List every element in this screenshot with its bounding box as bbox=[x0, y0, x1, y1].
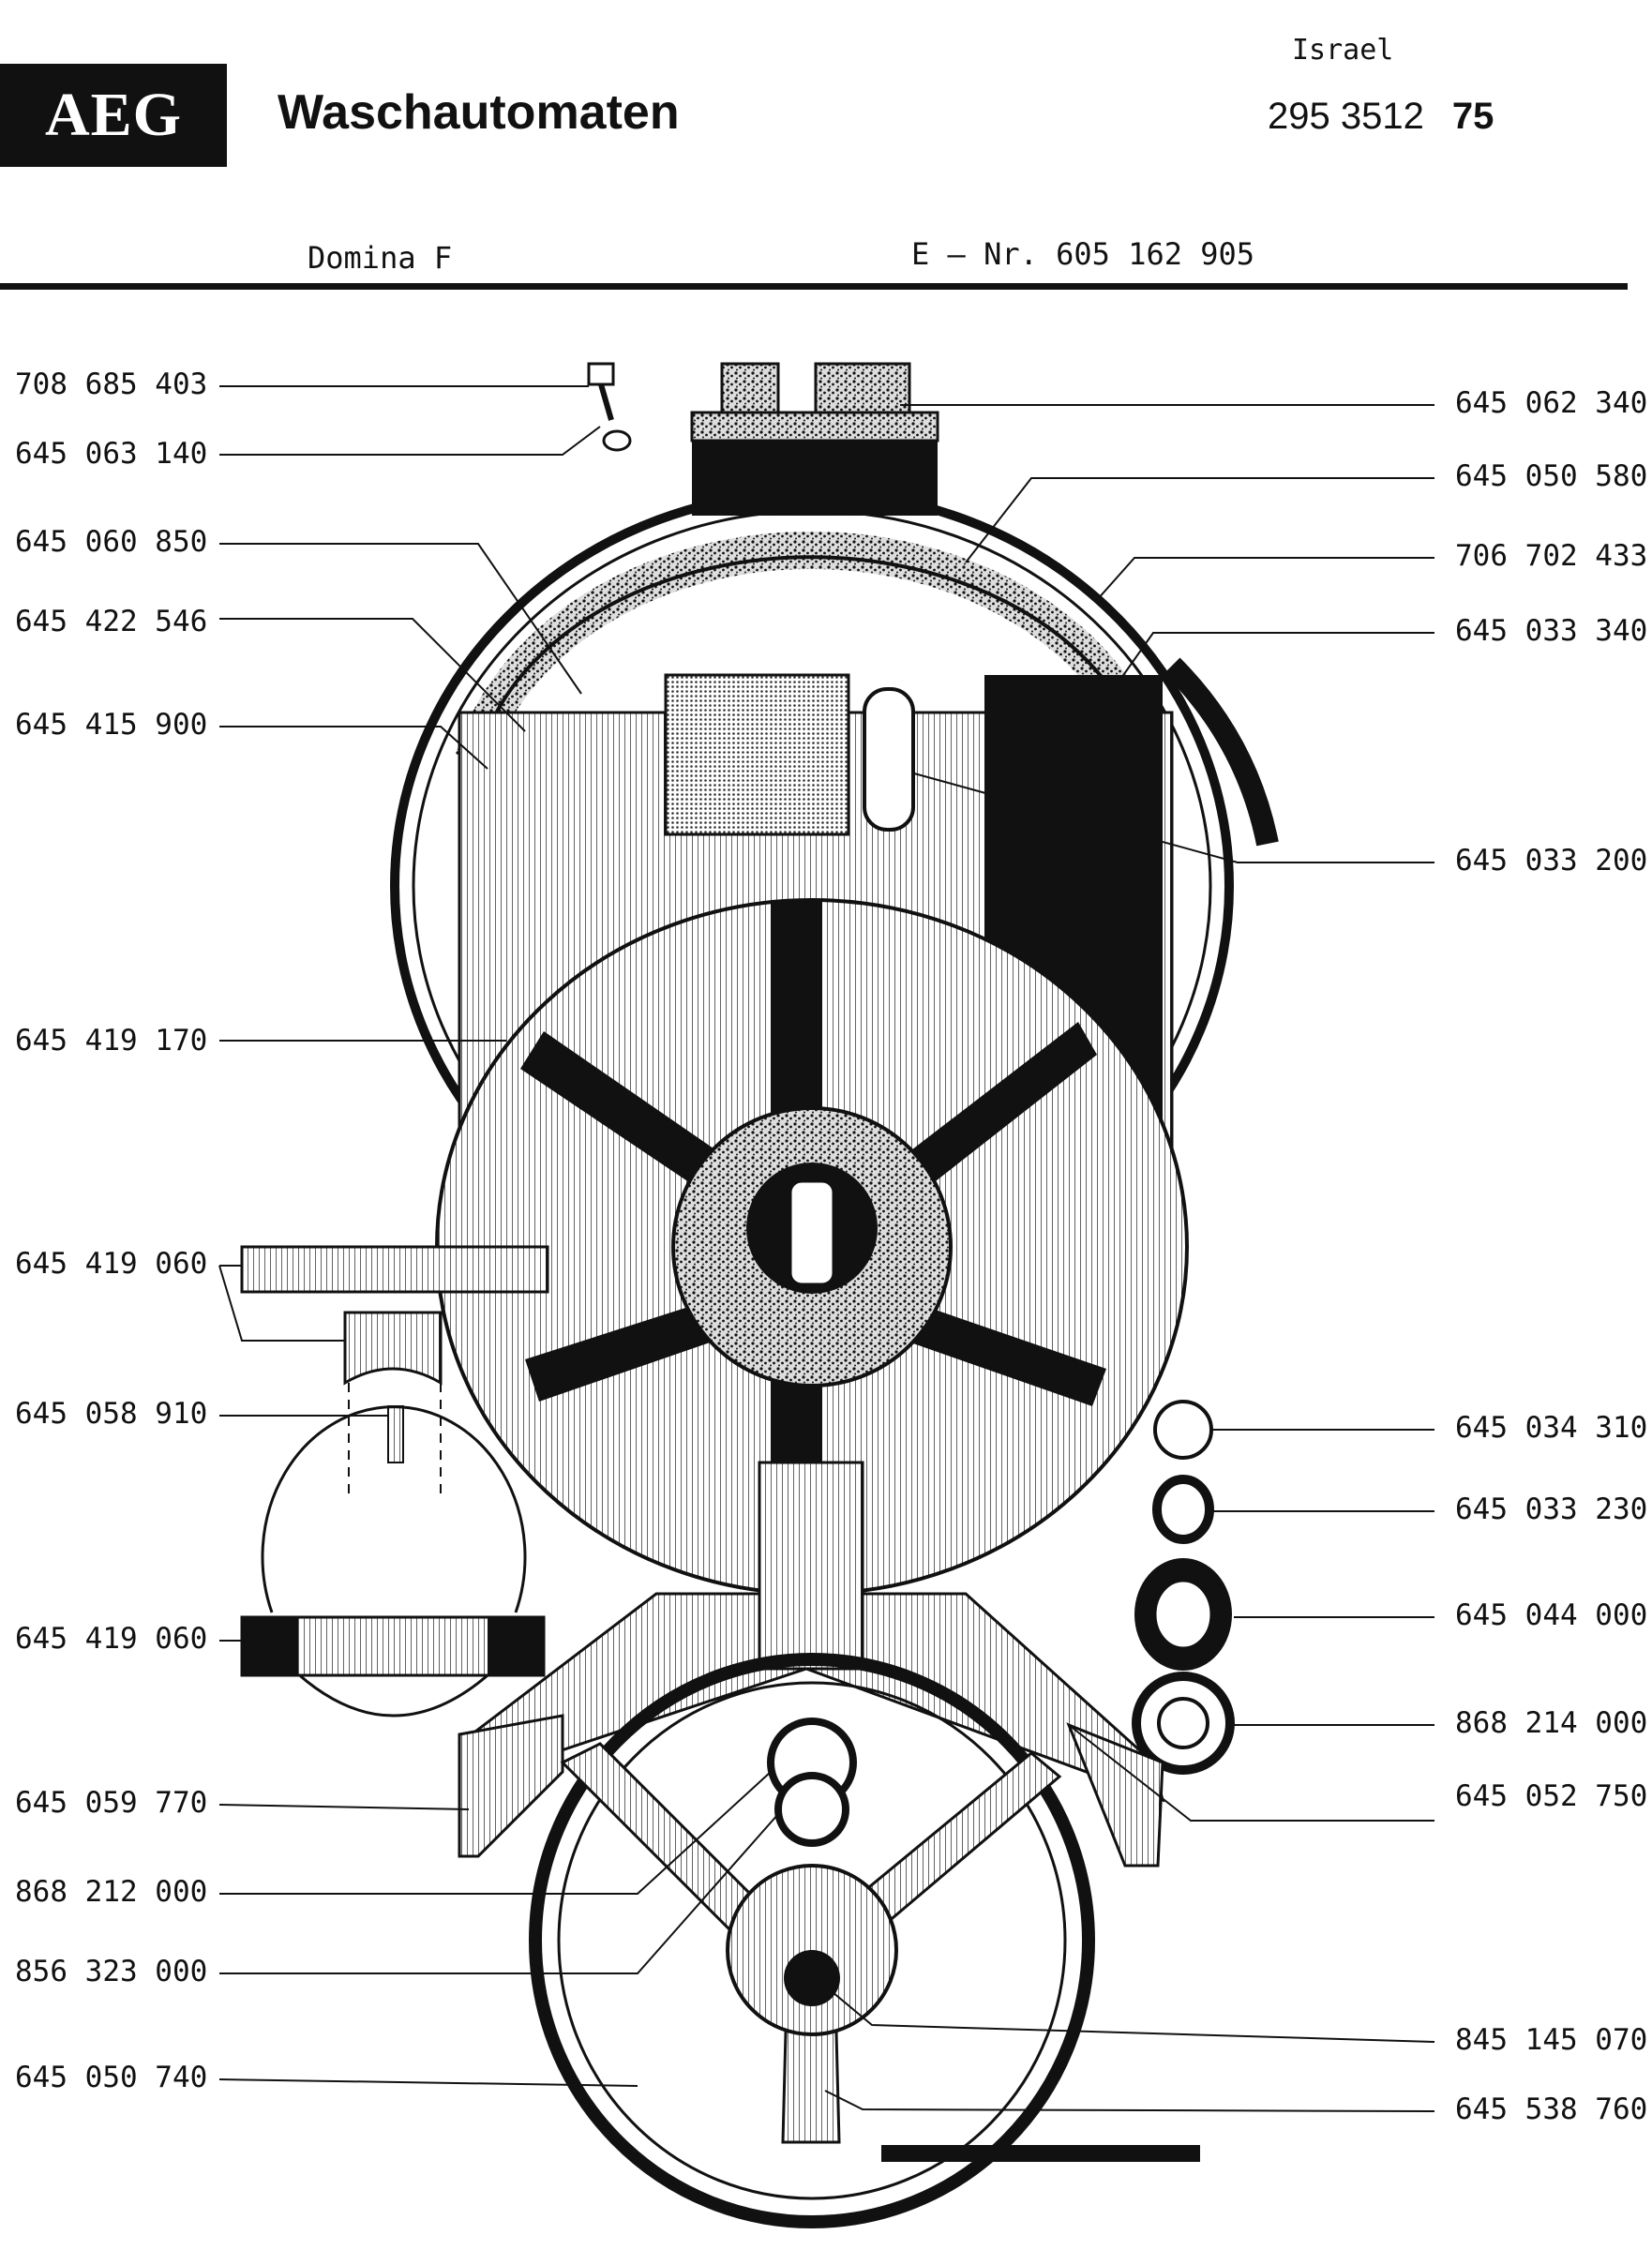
part-number-left: 645 050 740 bbox=[15, 2061, 208, 2094]
document-number: 295 3512 75 bbox=[1268, 96, 1494, 138]
doc-number-main: 295 3512 bbox=[1268, 96, 1424, 137]
part-number-left: 856 323 000 bbox=[15, 1955, 208, 1988]
part-number-right: 645 033 200 bbox=[1455, 844, 1648, 878]
part-number-right: 645 033 340 bbox=[1455, 614, 1648, 648]
leader-lines-left bbox=[218, 385, 779, 2087]
drive-pulley bbox=[529, 1653, 1095, 2228]
bearing-stack bbox=[1132, 1400, 1235, 1775]
part-number-right: 645 062 340 bbox=[1455, 386, 1648, 420]
part-number-left: 708 685 403 bbox=[15, 368, 208, 401]
part-number-right: 645 034 310 bbox=[1455, 1411, 1648, 1445]
bolt-washer bbox=[587, 362, 632, 452]
part-number-left: 645 415 900 bbox=[15, 708, 208, 742]
part-number-right: 645 033 230 bbox=[1455, 1492, 1648, 1526]
part-number-left: 645 422 546 bbox=[15, 605, 208, 638]
region-label: Israel bbox=[1292, 34, 1394, 67]
part-number-right: 845 145 070 bbox=[1455, 2023, 1648, 2057]
part-number-right: 645 538 760 bbox=[1455, 2092, 1648, 2126]
part-number-right: 645 052 750 bbox=[1455, 1779, 1648, 1813]
part-number-right: 868 214 000 bbox=[1455, 1706, 1648, 1740]
outer-tub bbox=[390, 488, 1234, 1284]
belt-bar bbox=[881, 2145, 1200, 2162]
part-number-right: 645 050 580 bbox=[1455, 459, 1648, 493]
part-number-left: 645 419 170 bbox=[15, 1024, 208, 1058]
leader-lines-right bbox=[815, 404, 1435, 2112]
header-rule bbox=[0, 283, 1628, 290]
part-number-left: 645 419 060 bbox=[15, 1247, 208, 1281]
drum-back-plate bbox=[435, 898, 1189, 1603]
seal-arc bbox=[1164, 657, 1279, 847]
page-title: Waschautomaten bbox=[278, 85, 680, 140]
part-number-left: 645 059 770 bbox=[15, 1786, 208, 1820]
inset-detail bbox=[240, 1245, 549, 1718]
counterweight-blocks bbox=[690, 362, 939, 516]
aeg-logo: AEG bbox=[0, 64, 227, 167]
model-name: Domina F bbox=[308, 240, 453, 276]
part-number-left: 645 060 850 bbox=[15, 525, 208, 559]
part-number-left: 868 212 000 bbox=[15, 1875, 208, 1909]
part-number-left: 645 063 140 bbox=[15, 437, 208, 471]
e-number: E – Nr. 605 162 905 bbox=[911, 236, 1255, 272]
spider-cross bbox=[458, 1461, 1165, 1868]
part-number-left: 645 419 060 bbox=[15, 1622, 208, 1656]
part-number-left: 645 058 910 bbox=[15, 1397, 208, 1431]
doc-revision: 75 bbox=[1451, 96, 1494, 137]
part-number-right: 645 044 000 bbox=[1455, 1598, 1648, 1632]
part-number-right: 706 702 433 bbox=[1455, 539, 1648, 573]
